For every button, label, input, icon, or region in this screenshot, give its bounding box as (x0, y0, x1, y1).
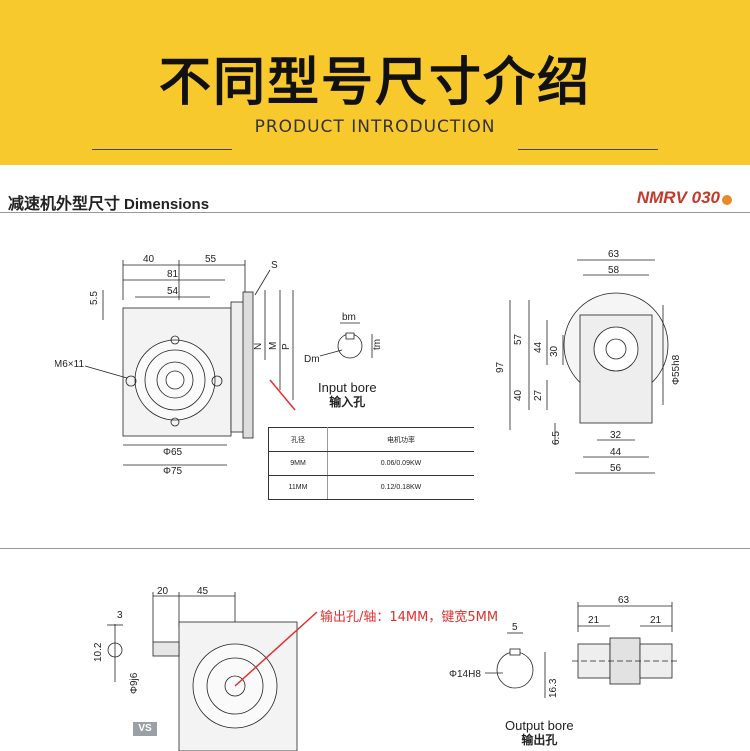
output-bore-label-en: Output bore (505, 718, 574, 733)
bottom-right-drawing: 63 21 21 (572, 595, 678, 685)
dim-label: 58 (608, 265, 620, 276)
output-bore-label-cn: 输出孔 (521, 733, 558, 747)
dim-label: 6.5 (551, 431, 562, 445)
dim-label: tm (372, 339, 383, 350)
dim-label: bm (342, 312, 356, 323)
dim-label: 30 (549, 345, 560, 357)
model-label: NMRV 030 (636, 188, 720, 207)
dim-label: Φ9j6 (129, 672, 140, 694)
dim-label: 10.2 (93, 642, 104, 662)
table-row: 11MM 0.12/0.18KW (268, 475, 474, 500)
dim-label: Φ55h8 (671, 354, 682, 385)
dim-label: 57 (513, 333, 524, 345)
dim-label: 40 (513, 389, 524, 401)
dim-label: S (271, 260, 278, 271)
dim-label: 3 (117, 610, 123, 621)
dim-label: 56 (610, 463, 622, 474)
input-bore-label: Input bore 输入孔 (318, 380, 377, 410)
table-header-row: 孔径 电机功率 (268, 427, 474, 452)
table-header-cell: 孔径 (268, 427, 328, 452)
header-banner: 不同型号尺寸介绍 PRODUCT INTRODUCTION (0, 0, 750, 165)
top-right-drawing: 63 58 97 57 44 30 40 27 6.5 32 44 56 Φ55… (495, 249, 682, 474)
dim-label: 54 (167, 286, 179, 297)
table-cell: 0.06/0.09KW (327, 451, 474, 476)
dim-label: 81 (167, 269, 179, 280)
vs-badge: VS (133, 722, 157, 736)
dim-label: 21 (650, 615, 662, 626)
section-title-cn: 减速机外型尺寸 (8, 194, 121, 213)
top-left-drawing: 40 55 81 54 5.5 S 4-M6×11 N M P Φ65 Φ75 (55, 254, 296, 475)
table-row: 9MM 0.06/0.09KW (268, 451, 474, 476)
table-cell: 11MM (268, 475, 328, 500)
section-rule-middle (0, 548, 750, 549)
dim-label: 5.5 (89, 291, 100, 305)
input-bore-label-en: Input bore (318, 380, 377, 395)
table-cell: 9MM (268, 451, 328, 476)
dim-label: 27 (533, 389, 544, 401)
dim-label: 5 (512, 622, 518, 633)
motor-power-table: 孔径 电机功率 9MM 0.06/0.09KW 11MM 0.12/0.18KW (268, 427, 474, 500)
banner-title: 不同型号尺寸介绍 (158, 53, 591, 113)
dim-label: Φ75 (163, 466, 183, 475)
dim-label: 55 (205, 254, 217, 265)
bottom-left-drawing: 20 45 3 10.2 Φ9j6 (93, 586, 318, 751)
table-cell: 0.12/0.18KW (327, 475, 474, 500)
dim-label: Φ14H8 (449, 669, 481, 680)
dim-label: 44 (610, 447, 622, 458)
dim-label: 4-M6×11 (55, 359, 84, 370)
red-arrow-icon (234, 611, 318, 687)
dim-label: 16.3 (548, 678, 559, 698)
dim-label: P (281, 343, 292, 350)
input-bore-label-cn: 输入孔 (329, 395, 366, 409)
red-arrow-icon (269, 379, 296, 411)
dim-label: 63 (618, 595, 630, 606)
table-header-cell: 电机功率 (327, 427, 474, 452)
output-bore-label: Output bore 输出孔 (505, 718, 574, 748)
dim-label: 40 (143, 254, 155, 265)
input-bore-drawing: bm tm Dm (304, 312, 383, 365)
section-rule-top (0, 212, 750, 213)
output-bore-drawing: 5 Φ14H8 16.3 (449, 622, 559, 698)
dim-label: 20 (157, 586, 169, 597)
dim-label: Φ65 (163, 447, 183, 458)
section-title-en: Dimensions (124, 196, 210, 213)
dim-label: 63 (608, 249, 620, 260)
banner-subtitle: PRODUCT INTRODUCTION (254, 117, 496, 137)
banner-divider-left (92, 149, 232, 150)
dim-label: 21 (588, 615, 600, 626)
model-arrow-icon (722, 195, 732, 205)
output-note: 输出孔/轴：14MM，键宽5MM (320, 610, 499, 625)
dim-label: 32 (610, 430, 622, 441)
dim-label: Dm (304, 354, 320, 365)
dim-label: 45 (197, 586, 209, 597)
dim-label: 97 (495, 361, 506, 373)
dim-label: 44 (533, 341, 544, 353)
dim-label: M (268, 342, 279, 350)
dim-label: N (253, 343, 264, 350)
banner-divider-right (518, 149, 658, 150)
